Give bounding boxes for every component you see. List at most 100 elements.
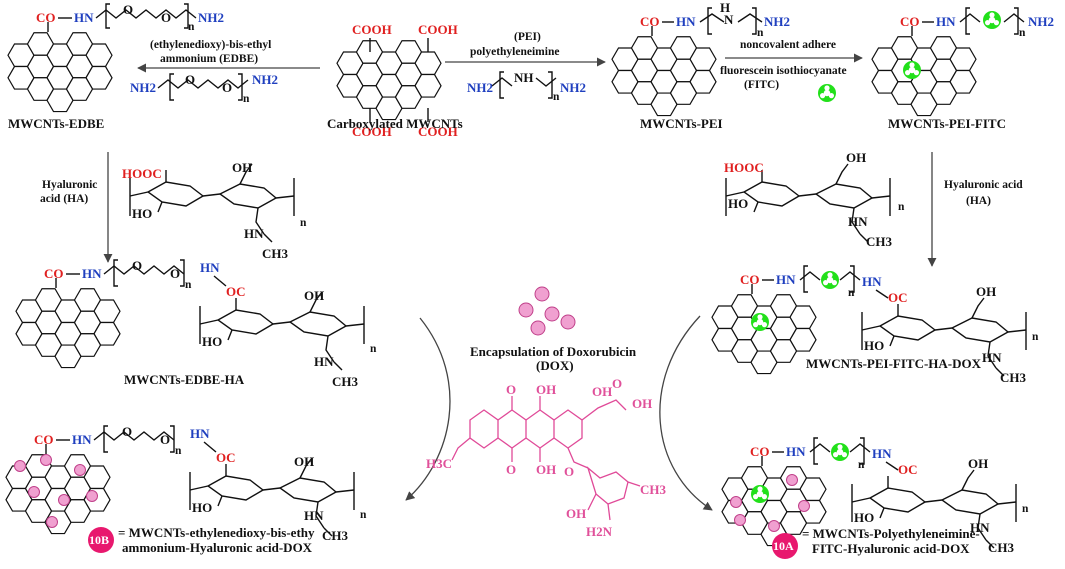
ho-group: HO (728, 196, 748, 211)
doxorubicin-structure: O OH OH O OH O OH H3C O CH3 OH H2N (426, 376, 667, 539)
o-atom: O (161, 10, 171, 25)
ch3-group: CH3 (866, 234, 893, 249)
co-group: CO (34, 432, 54, 447)
n-atom: N (724, 12, 734, 27)
dox-o: O (564, 464, 574, 479)
dox-o: O (506, 382, 516, 397)
nh-group: NH (514, 70, 534, 85)
badge-10b-text: 10B (89, 533, 109, 547)
subscript-n: n (858, 459, 865, 471)
subscript-n: n (757, 27, 764, 39)
edbe-ha-label: MWCNTs-EDBE-HA (124, 372, 245, 387)
carboxylated-label: Carboxylated MWCNTs (327, 116, 463, 131)
product-10a-line1: = MWCNTs-Polyethyleneimine- (802, 526, 980, 541)
hn-group: HN (82, 266, 102, 281)
fitc-biohazard-icon (751, 485, 769, 503)
fitc-reagent-line3: (FITC) (744, 79, 779, 91)
nh2-group: NH2 (467, 80, 493, 95)
hn-group: HN (776, 272, 796, 287)
subscript-n: n (848, 287, 855, 299)
edbe-reagent-line2: ammonium (EDBE) (160, 53, 258, 65)
ho-group: HO (864, 338, 884, 353)
cooh-group: COOH (352, 124, 392, 139)
hooc-group: HOOC (724, 160, 764, 175)
dox-o: O (612, 376, 622, 391)
pei-reagent-line2: polyethyleneimine (470, 46, 559, 58)
nh2-group: NH2 (764, 14, 790, 29)
oh-group: OH (976, 284, 996, 299)
ha-right-line2: (HA) (966, 195, 991, 207)
pei-reagent-line1: (PEI) (514, 31, 541, 43)
mwcnts-edbe-ha: CO HN O O n HN OC OH HO HN CH3 n MWCNTs-… (16, 258, 377, 389)
dox-beads (730, 474, 810, 532)
subscript-n: n (553, 91, 560, 103)
o-atom: O (122, 424, 132, 439)
dox-oh: OH (536, 382, 556, 397)
hn-group: HN (74, 10, 94, 25)
product-10b: CO HN O O n HN OC OH HO HN CH3 n (6, 424, 367, 543)
mwcnts-pei-fitc-ha-dox: CO HN n HN OC OH HO HN CH3 n MWCNTs-PEI-… (712, 265, 1039, 385)
dox-oh: OH (632, 396, 652, 411)
hn-group: HN (872, 446, 892, 461)
co-group: CO (750, 444, 770, 459)
dox-o: O (506, 462, 516, 477)
oh-group: OH (846, 150, 866, 165)
ha-left-line2: acid (HA) (40, 193, 88, 205)
nh2-group: NH2 (130, 80, 156, 95)
h-atom: H (720, 0, 730, 15)
ch3-group: CH3 (988, 540, 1015, 555)
ho-group: HO (854, 510, 874, 525)
dox-ch3: CH3 (640, 482, 667, 497)
subscript-n: n (1019, 27, 1026, 39)
fitc-biohazard-icon (821, 271, 839, 289)
oc-group: OC (226, 284, 246, 299)
badge-10b (88, 527, 114, 553)
fitc-reagent-line2: fluorescein isothiocyanate (720, 65, 847, 77)
mwcnts-pei: CO HN H N n NH2 MWCNTs-PEI (612, 0, 790, 131)
ch3-group: CH3 (322, 528, 349, 543)
pei-fitc-ha-dox-label: MWCNTs-PEI-FITC-HA-DOX (806, 356, 982, 371)
co-group: CO (900, 14, 920, 29)
ho-group: HO (202, 334, 222, 349)
oc-group: OC (888, 290, 908, 305)
cooh-group: COOH (418, 124, 458, 139)
oc-group: OC (898, 462, 918, 477)
mwcnts-pei-fitc: CO HN n NH2 MWCNTs-PEI-FITC (872, 7, 1054, 131)
product-10b-line1: = MWCNTs-ethylenedioxy-bis-ethy (118, 525, 315, 540)
co-group: CO (44, 266, 64, 281)
oh-group: OH (304, 288, 324, 303)
product-10b-line2: ammonium-Hyaluronic acid-DOX (122, 540, 313, 555)
o-atom: O (222, 80, 232, 95)
subscript-n: n (360, 509, 367, 521)
dox-oh: OH (566, 506, 586, 521)
dox-beads (14, 454, 98, 528)
hn-group: HN (862, 274, 882, 289)
subscript-n: n (185, 279, 192, 291)
edbe-reagent-line1: (ethylenedioxy)-bis-ethyl (150, 39, 271, 51)
o-atom: O (132, 258, 142, 273)
o-atom: O (160, 432, 170, 447)
edbe-reagent-structure: NH2 O O n NH2 (130, 72, 278, 105)
hn-group: HN (72, 432, 92, 447)
subscript-n: n (300, 217, 307, 229)
o-atom: O (123, 2, 133, 17)
badge-10a (772, 533, 798, 559)
o-atom: O (170, 266, 180, 281)
hn-group: HN (676, 14, 696, 29)
product-10a: CO HN n HN OC OH HO HN CH3 n (722, 437, 1029, 555)
fitc-biohazard-icon (751, 313, 769, 331)
subscript-n: n (898, 201, 905, 213)
co-group: CO (740, 272, 760, 287)
co-group: CO (640, 14, 660, 29)
fitc-biohazard-icon (983, 11, 1001, 29)
ho-group: HO (132, 206, 152, 221)
hn-amide: HN (304, 508, 324, 523)
edbe-label: MWCNTs-EDBE (8, 116, 104, 131)
fitc-biohazard-icon (831, 443, 849, 461)
cooh-group: COOH (418, 22, 458, 37)
ch3-group: CH3 (332, 374, 359, 389)
label-10a: 10A = MWCNTs-Polyethyleneimine- FITC-Hya… (772, 526, 980, 559)
label-10b: 10B = MWCNTs-ethylenedioxy-bis-ethy ammo… (88, 525, 315, 555)
hn-amide: HN (314, 354, 334, 369)
pei-reagent-structure: NH2 NH n NH2 (467, 70, 586, 103)
